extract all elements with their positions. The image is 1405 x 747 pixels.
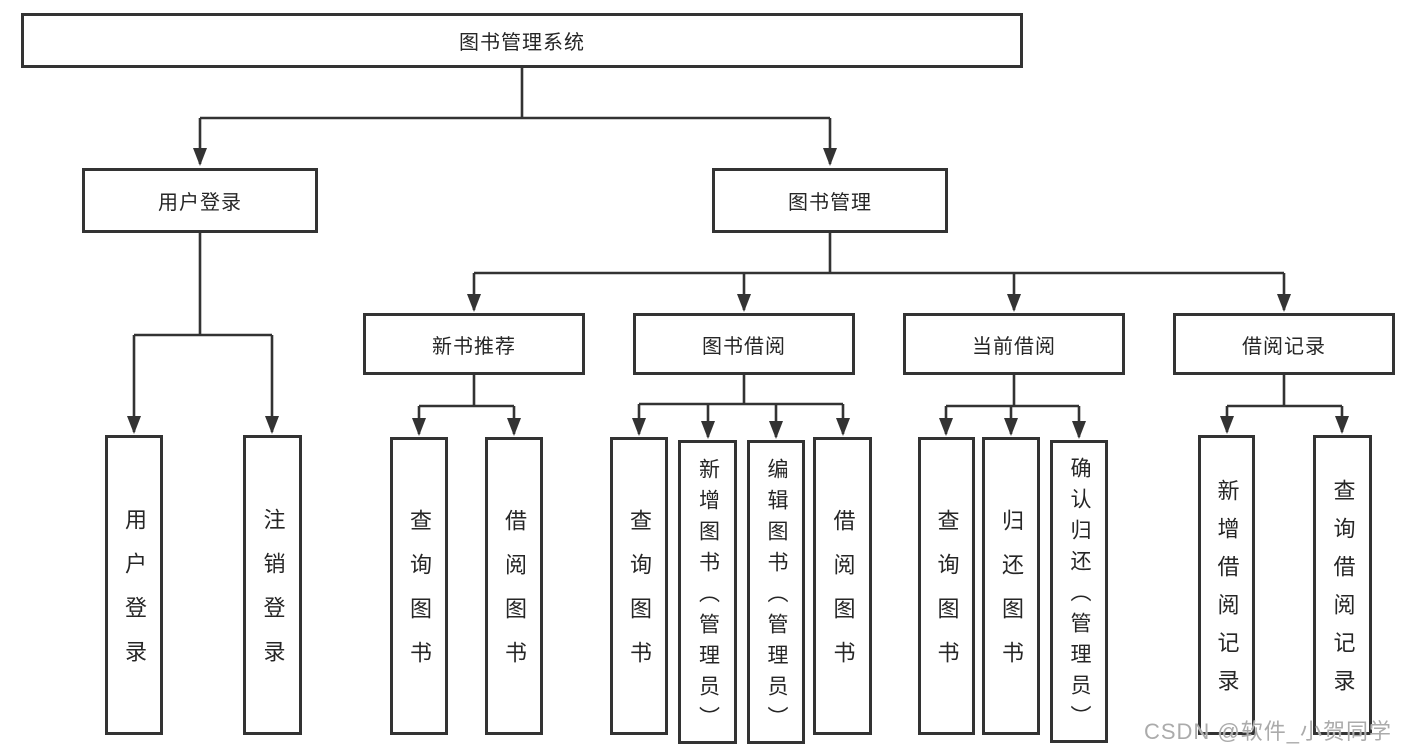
leaf-borrow-edit-admin-label: 编辑图书（管理员） [765,457,788,737]
leaf-borrow-add-admin: 新增图书（管理员） [678,440,737,744]
leaf-logout: 注销登录 [243,435,302,735]
leaf-current-confirm-admin-label: 确认归还（管理员） [1068,457,1091,736]
leaf-newbook-query-label: 查询图书 [407,509,432,685]
leaf-newbook-borrow-label: 借阅图书 [502,509,527,685]
leaf-borrow-query: 查询图书 [610,437,668,735]
node-new-book-recommend-label: 新书推荐 [432,335,516,358]
node-book-borrow-label: 图书借阅 [702,335,786,358]
node-book-borrow: 图书借阅 [633,313,855,375]
leaf-current-confirm-admin: 确认归还（管理员） [1050,440,1108,743]
node-current-borrow: 当前借阅 [903,313,1125,375]
leaf-newbook-borrow: 借阅图书 [485,437,543,735]
node-book-management: 图书管理 [712,168,948,233]
leaf-current-query: 查询图书 [918,437,975,735]
leaf-record-add: 新增借阅记录 [1198,435,1255,735]
node-root-label: 图书管理系统 [459,32,585,54]
leaf-record-query: 查询借阅记录 [1313,435,1372,735]
node-new-book-recommend: 新书推荐 [363,313,585,375]
node-current-borrow-label: 当前借阅 [972,335,1056,358]
leaf-current-return-label: 归还图书 [999,509,1024,685]
leaf-borrow-query-label: 查询图书 [627,509,652,685]
leaf-current-return: 归还图书 [982,437,1040,735]
leaf-current-query-label: 查询图书 [934,509,960,685]
leaf-record-query-label: 查询借阅记录 [1330,479,1356,707]
connector-arrows [127,118,1349,439]
leaf-record-add-label: 新增借阅记录 [1214,479,1240,707]
node-root: 图书管理系统 [21,13,1023,68]
node-user-login-label: 用户登录 [158,192,242,214]
leaf-borrow-borrow: 借阅图书 [813,437,872,735]
node-user-login: 用户登录 [82,168,318,233]
leaf-logout-label: 注销登录 [260,508,286,684]
connector-trunk-lines [134,68,1342,408]
node-borrow-record: 借阅记录 [1173,313,1395,375]
leaf-borrow-edit-admin: 编辑图书（管理员） [747,440,805,744]
leaf-user-login-label: 用户登录 [122,508,147,684]
leaf-newbook-query: 查询图书 [390,437,448,735]
leaf-borrow-borrow-label: 借阅图书 [830,509,856,685]
csdn-watermark: CSDN @软件_小贺同学 [1143,719,1392,744]
leaf-borrow-add-admin-label: 新增图书（管理员） [696,457,720,737]
node-book-management-label: 图书管理 [788,192,872,214]
node-borrow-record-label: 借阅记录 [1242,335,1326,358]
leaf-user-login: 用户登录 [105,435,163,735]
